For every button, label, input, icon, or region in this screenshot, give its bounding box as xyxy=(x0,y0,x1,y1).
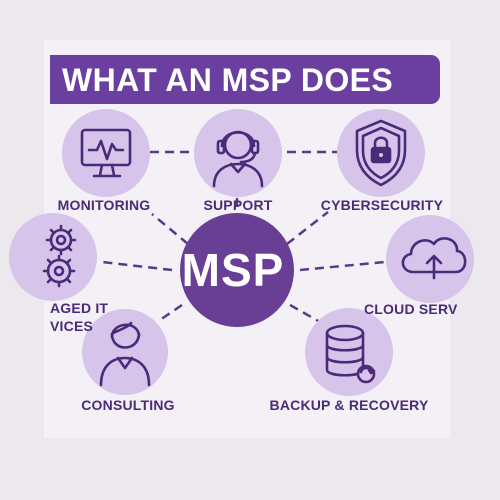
connector-hub-backup xyxy=(289,303,321,324)
gears-icon xyxy=(42,224,77,288)
database-backup-icon xyxy=(325,324,376,384)
shield-lock-icon xyxy=(355,119,407,187)
service-label-managed-it: AGED IT xyxy=(50,300,109,316)
support-circle xyxy=(194,109,282,197)
consultant-person-icon xyxy=(99,321,151,387)
backup-circle xyxy=(305,308,393,396)
page-title: WHAT AN MSP DOES xyxy=(62,62,394,98)
hub-label: MSP xyxy=(181,244,285,296)
msp-hub-circle xyxy=(180,213,294,327)
service-label-consulting: CONSULTING xyxy=(81,397,175,413)
service-label-managed-it-line2: VICES xyxy=(50,318,94,334)
connector-hub-cybersecurity xyxy=(286,211,329,245)
service-label-cloud: CLOUD SERV xyxy=(364,301,458,317)
service-label-support: SUPPORT xyxy=(203,197,273,213)
cloud-upload-icon xyxy=(401,237,467,280)
title-banner xyxy=(50,55,440,104)
connector-hub-monitoring xyxy=(151,213,189,245)
headset-agent-icon xyxy=(212,130,264,188)
connector-hub-consulting xyxy=(159,303,183,322)
service-label-monitoring: MONITORING xyxy=(57,197,151,213)
consulting-circle xyxy=(82,309,168,395)
connector-hub-cloud xyxy=(299,260,386,272)
service-label-backup: BACKUP & RECOVERY xyxy=(269,397,429,413)
connector-hub-managed-it xyxy=(101,260,173,272)
managed-it-circle xyxy=(9,213,97,301)
monitor-pulse-icon xyxy=(80,128,132,178)
service-label-cybersecurity: CYBERSECURITY xyxy=(320,197,444,213)
